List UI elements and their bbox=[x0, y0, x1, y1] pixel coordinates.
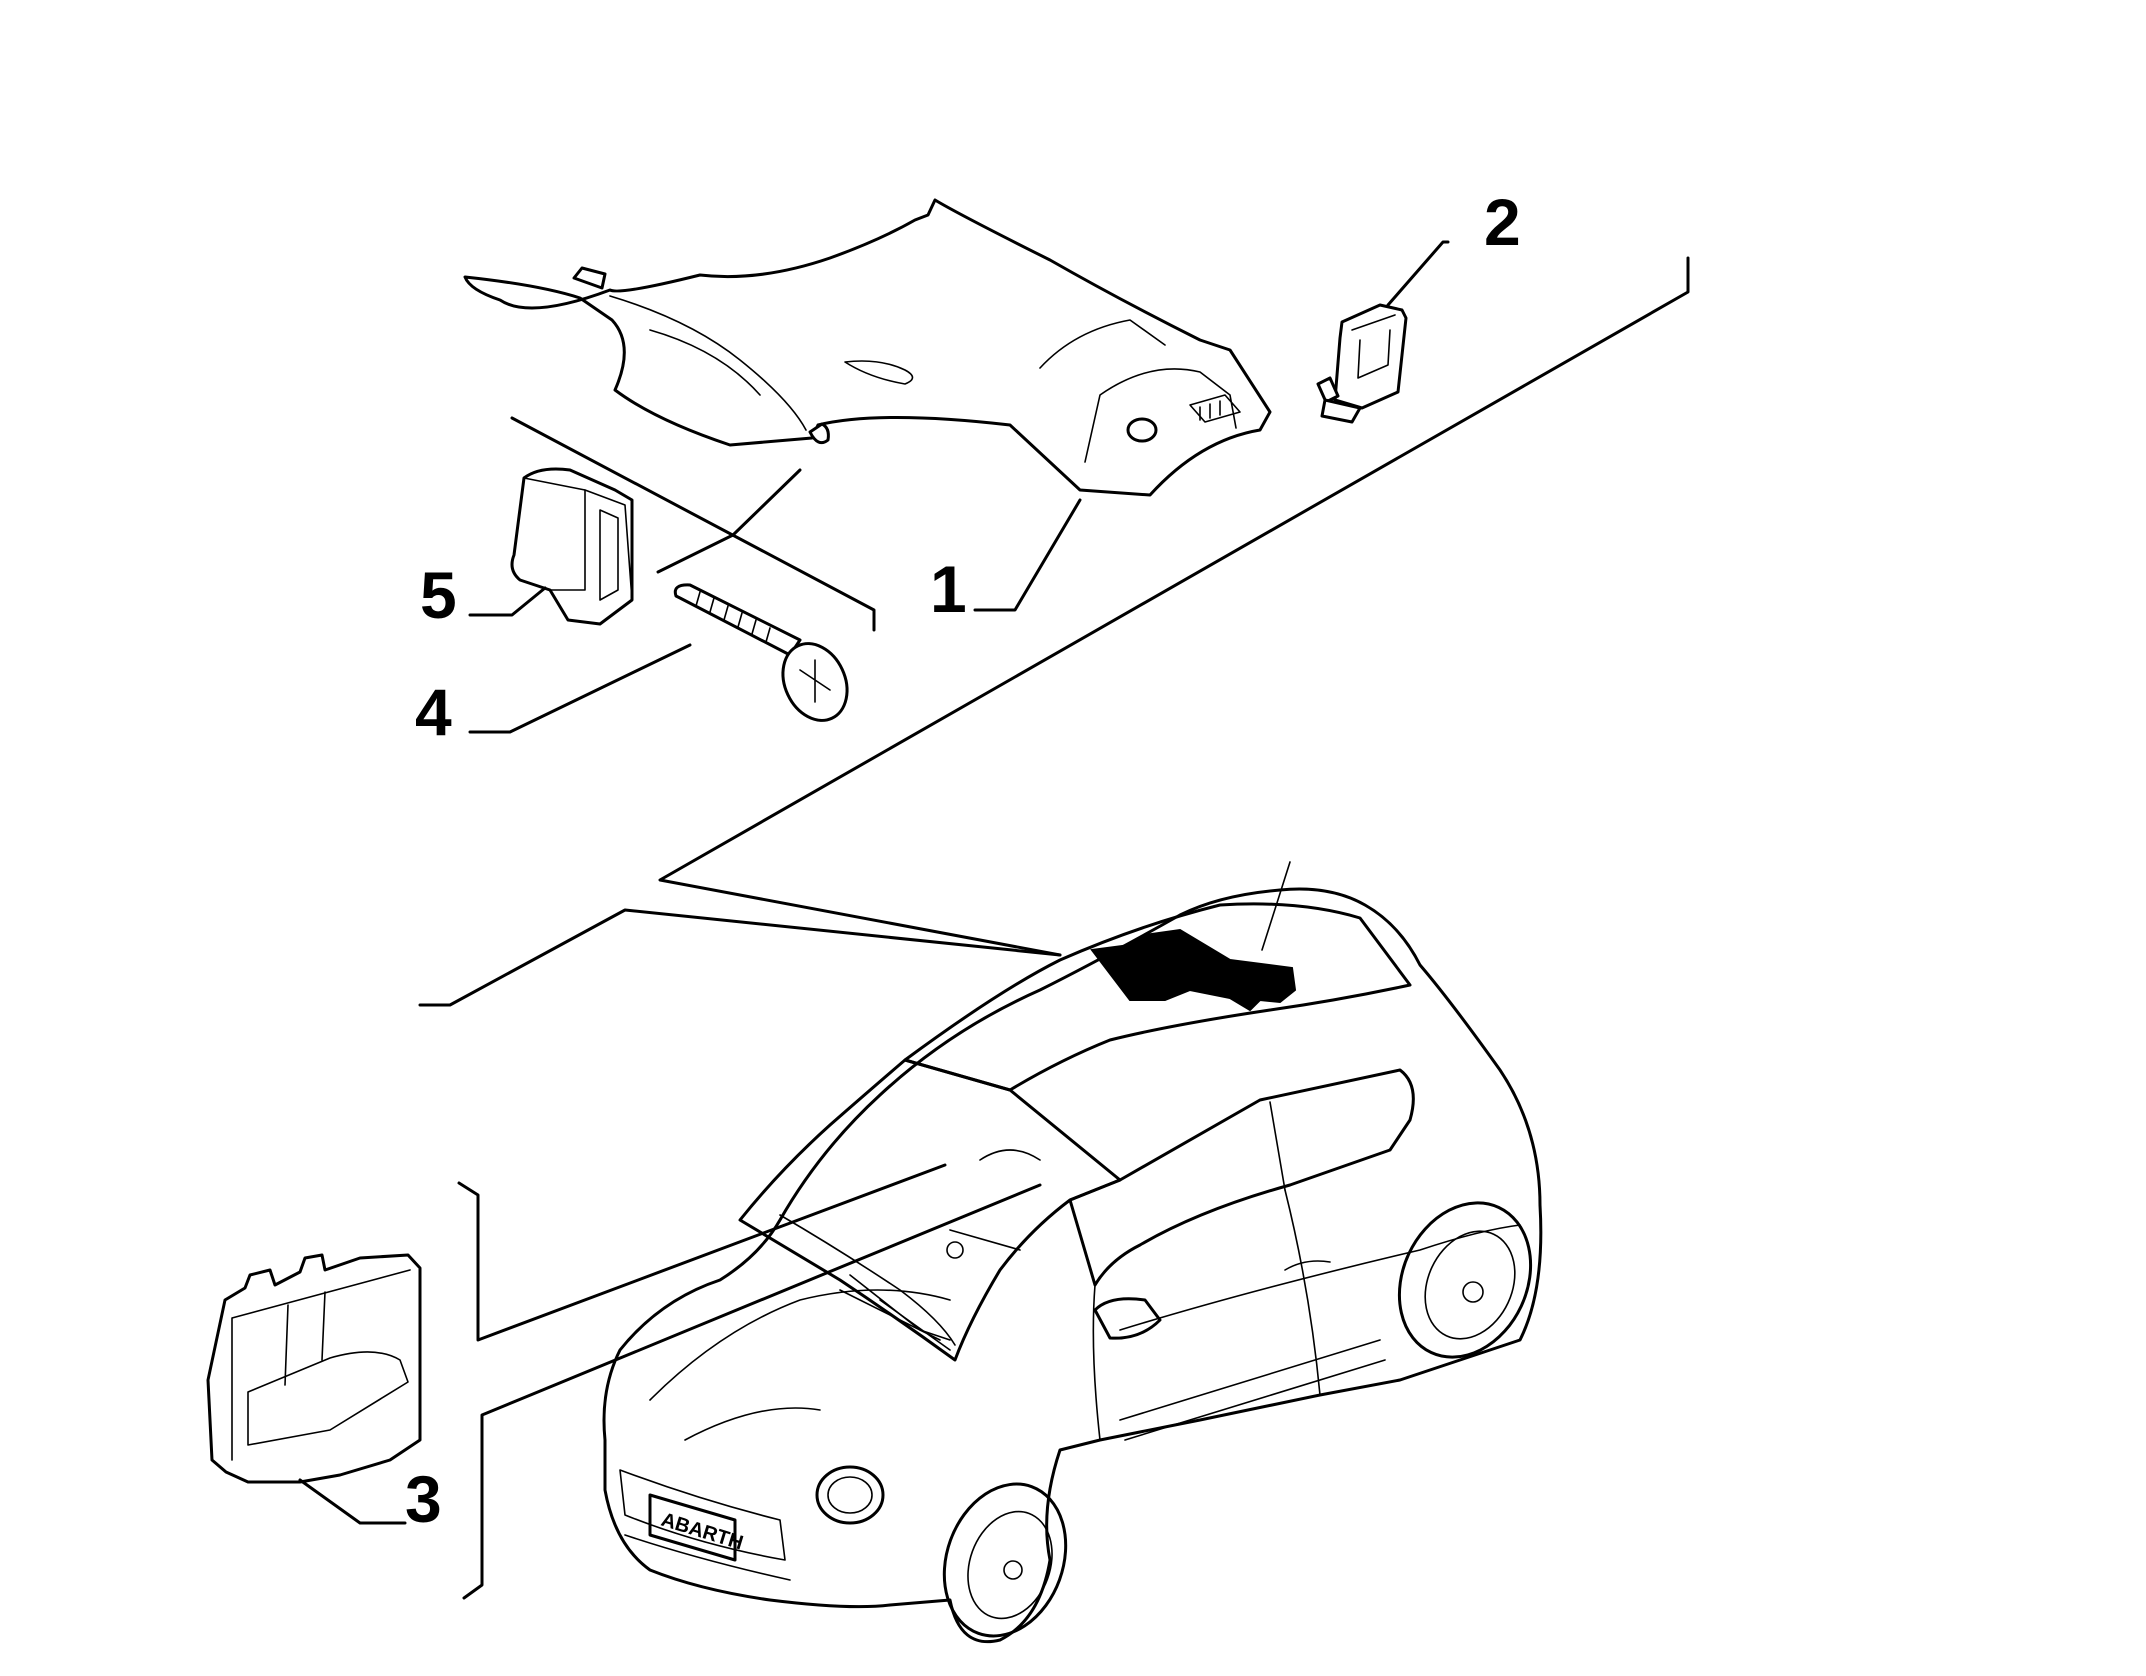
roof-highlight-part bbox=[1090, 928, 1297, 1012]
part-5-retainer bbox=[510, 467, 634, 626]
callout-labels: 1 2 3 4 5 bbox=[405, 185, 1521, 1536]
callout-1: 1 bbox=[930, 552, 967, 626]
car-illustration bbox=[602, 861, 1543, 1644]
callout-3: 3 bbox=[405, 1462, 442, 1536]
callout-2: 2 bbox=[1484, 185, 1521, 259]
part-1-trim-panel bbox=[463, 198, 1272, 497]
part-2-clip bbox=[1316, 303, 1408, 424]
part-3-tray bbox=[206, 1253, 422, 1484]
car-badge-text: ABARTH bbox=[659, 1509, 746, 1555]
lower-bracket-leader bbox=[457, 1163, 1042, 1600]
callout-4: 4 bbox=[415, 675, 452, 749]
upper-bracket-leader bbox=[418, 256, 1690, 1007]
inner-bracket-leader bbox=[510, 416, 876, 632]
part-4-screw bbox=[673, 583, 849, 722]
callout-5: 5 bbox=[420, 558, 457, 632]
callout-leaders bbox=[298, 240, 1450, 1525]
badge-plate bbox=[648, 1493, 737, 1562]
